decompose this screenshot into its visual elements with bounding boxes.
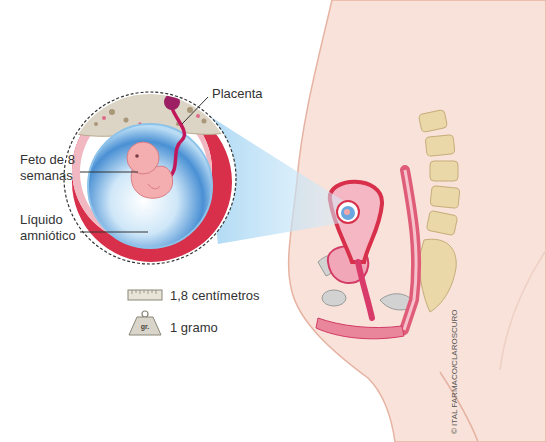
vessel [196,114,200,118]
embryo [127,142,173,198]
villus [187,107,193,113]
weight-ring [142,311,148,317]
part-label: Feto de 8 semanas [20,152,82,183]
leader-line [80,232,148,233]
sacrum [418,239,456,312]
ruler-ticks [132,290,156,294]
gestational-sac-small [337,201,359,223]
embryo-small [344,209,350,215]
villus [94,122,98,126]
weight-icon [129,311,161,335]
vertebra [430,186,460,209]
buttock-line [500,250,546,370]
zoom-outline [64,92,236,264]
vertebra [425,135,455,157]
vertebra [430,161,458,181]
watermark: © ITAL FARMACO/CLAROSCURO [450,309,460,434]
spine [418,109,460,312]
pubic-bone [322,290,346,306]
part-label: Placenta [212,86,263,102]
vessel [102,116,106,120]
embryo-limb [148,184,160,189]
vertebra [426,210,458,235]
ruler-body [128,290,162,300]
embryo-eye [135,154,139,158]
amniotic-sac-small [341,206,355,220]
rectum-lumen [404,170,416,330]
leader-lines [80,97,208,232]
leader-line [80,172,138,173]
embryo-head [127,142,159,174]
rectum [404,170,416,330]
villus [124,118,129,123]
unit-mark: gr. [130,323,160,331]
ruler-icon [128,290,162,300]
weight-body [129,317,161,335]
villus [109,109,115,115]
amniotic-sac [88,124,212,248]
leader-line [182,97,208,124]
part-label: Líquido amniótico [20,212,82,243]
perineum [316,318,404,339]
dimension-label: 1,8 centímetros [170,288,260,304]
vagina [358,262,372,318]
umbilical-cord [166,108,184,180]
villus [202,119,207,124]
vertebra [418,109,447,132]
weight-label: 1 gramo [170,320,218,336]
